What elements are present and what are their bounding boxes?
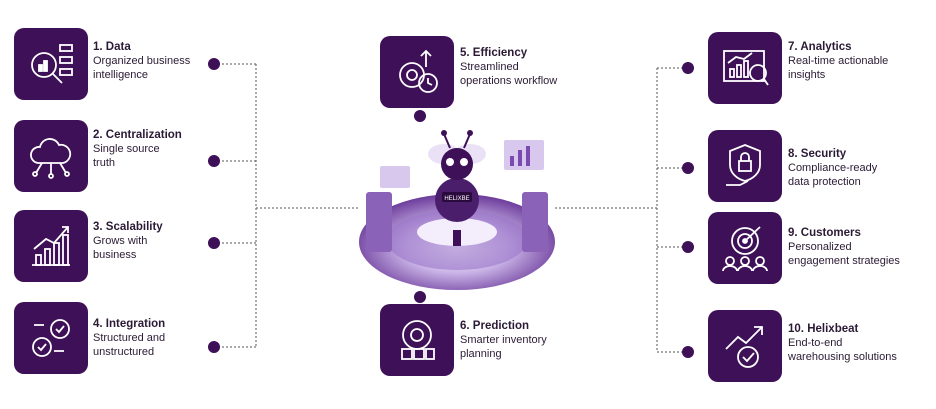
item-data: 1. Data Organized business intelligence <box>93 41 191 81</box>
item-desc-line2: engagement strategies <box>788 255 900 267</box>
connector-dot-7 <box>682 62 694 74</box>
item-efficiency: 5. Efficiency Streamlined operations wor… <box>460 47 558 87</box>
tile-helixbeat <box>708 310 782 382</box>
item-desc-line1: Streamlined <box>460 61 519 73</box>
item-desc-line1: Structured and <box>93 332 166 344</box>
item-desc-line1: Smarter inventory <box>460 334 547 346</box>
item-desc-line1: Single source <box>93 143 160 155</box>
item-desc-line2: warehousing solutions <box>788 351 897 363</box>
item-desc-line1: Grows with <box>93 235 148 247</box>
item-helixbeat: 10. Helixbeat End-to-end warehousing sol… <box>788 323 897 363</box>
connector-dot-4 <box>208 341 220 353</box>
item-desc-line1: End-to-end <box>788 337 843 349</box>
item-title: Centralization <box>105 129 182 141</box>
target-users-icon <box>722 226 768 272</box>
connector-dot-2 <box>208 155 220 167</box>
hub-badge-text: HELIXBE <box>444 196 469 202</box>
item-desc-line2: planning <box>460 348 502 360</box>
item-desc-line1: Real-time actionable <box>788 55 889 67</box>
item-desc-line2: intelligence <box>93 69 149 81</box>
item-desc-line2: truth <box>93 157 116 169</box>
gears-check-icon <box>32 319 70 357</box>
item-desc-line2: insights <box>788 69 826 81</box>
tile-centralization <box>14 120 88 192</box>
item-desc-line2: unstructured <box>93 346 155 358</box>
tile-customers <box>708 212 782 284</box>
bee-mascot-warehouse-hub: HELIXBE <box>359 130 555 290</box>
connector-dot-9 <box>682 241 694 253</box>
item-security: 8. Security Compliance-ready data protec… <box>788 148 878 188</box>
connector-dot-3 <box>208 237 220 249</box>
item-title: Customers <box>800 227 861 239</box>
tile-analytics <box>708 32 782 104</box>
tile-security <box>708 130 782 202</box>
item-analytics: 7. Analytics Real-time actionable insigh… <box>788 41 889 81</box>
item-desc-line2: business <box>93 249 137 261</box>
cloud-network-icon <box>30 138 72 179</box>
item-title: Efficiency <box>472 47 528 59</box>
tile-data <box>14 28 88 100</box>
connector-dot-8 <box>682 162 694 174</box>
tile-scalability <box>14 210 88 282</box>
connector-dot-10 <box>682 346 694 358</box>
item-desc-line2: operations workflow <box>460 75 558 87</box>
item-desc-line1: Personalized <box>788 241 852 253</box>
arrow-check-icon <box>725 326 763 368</box>
tile-integration <box>14 302 88 374</box>
data-analysis-icon <box>31 44 73 84</box>
item-desc-line1: Organized business <box>93 55 191 67</box>
item-customers: 9. Customers Personalized engagement str… <box>788 227 900 267</box>
item-title: Security <box>800 148 847 160</box>
item-title: Scalability <box>105 221 163 233</box>
item-title: Integration <box>105 318 166 330</box>
item-integration: 4. Integration Structured and unstructur… <box>93 318 166 358</box>
item-desc-line1: Compliance-ready <box>788 162 878 174</box>
connector-dot-1 <box>208 58 220 70</box>
connector-dot-6 <box>414 291 426 303</box>
item-title: Analytics <box>800 41 852 53</box>
item-centralization: 2. Centralization Single source truth <box>93 129 182 169</box>
shield-lock-icon <box>726 144 761 186</box>
tile-prediction <box>380 304 454 376</box>
gear-clock-icon <box>399 49 438 93</box>
tile-efficiency <box>380 36 454 108</box>
item-scalability: 3. Scalability Grows with business <box>93 221 163 261</box>
item-prediction: 6. Prediction Smarter inventory planning <box>460 320 547 360</box>
item-title: Data <box>105 41 131 53</box>
connector-dot-5 <box>414 110 426 122</box>
growth-chart-icon <box>32 226 70 266</box>
item-desc-line2: data protection <box>788 176 861 188</box>
analytics-dashboard-icon <box>723 50 769 86</box>
item-title: Helixbeat <box>807 323 859 335</box>
item-title: Prediction <box>472 320 530 332</box>
inventory-gear-icon <box>401 320 435 360</box>
